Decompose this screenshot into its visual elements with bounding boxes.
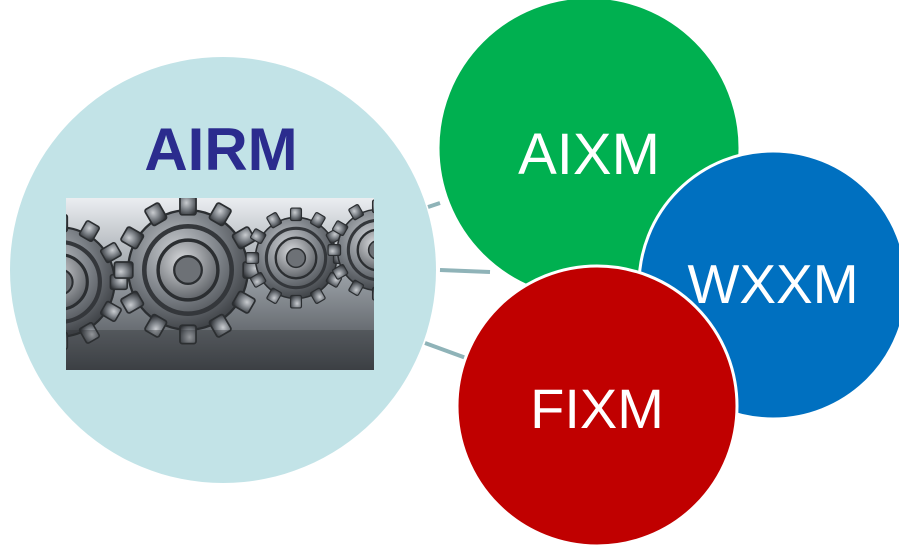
connectors [424, 201, 491, 360]
hub-node: AIRM [10, 57, 436, 483]
fixm-circle [455, 264, 739, 548]
connector-fixm [424, 341, 467, 360]
node-fixm: FIXM [455, 264, 739, 548]
hub-label: AIRM [144, 116, 297, 183]
connector-aixm [427, 201, 441, 209]
aixm-label: AIXM [518, 122, 660, 187]
fixm-label: FIXM [530, 377, 664, 440]
gears-image [66, 198, 374, 370]
connector-wxxm [439, 268, 491, 274]
wxxm-label: WXXM [687, 253, 858, 315]
